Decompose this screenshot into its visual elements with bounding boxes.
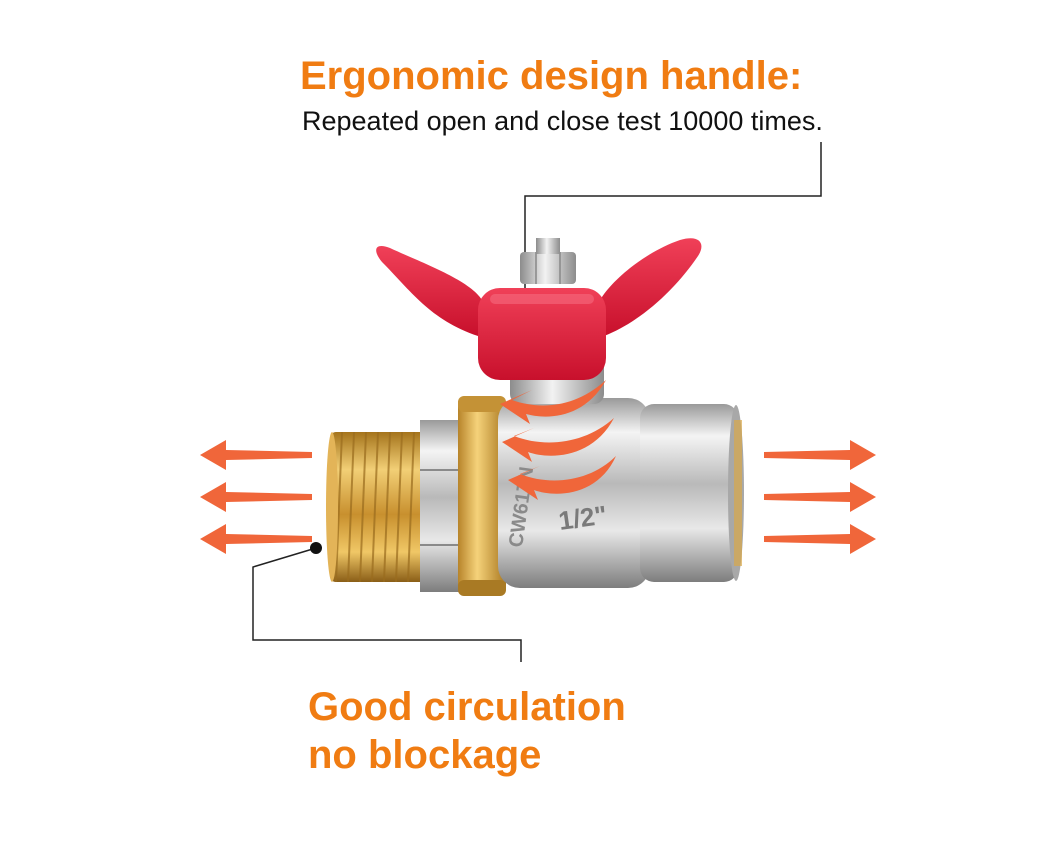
arrow-left-icon bbox=[200, 440, 312, 554]
arrow-right-icon bbox=[764, 440, 876, 554]
flow-callout-line bbox=[252, 542, 522, 662]
male-threaded-end bbox=[326, 431, 426, 583]
flow-callout-dot bbox=[310, 542, 322, 554]
flow-callout-title-line1: Good circulation bbox=[308, 685, 626, 729]
size-marking: 1/2" bbox=[557, 499, 609, 535]
handle-callout-title: Ergonomic design handle: bbox=[300, 54, 803, 98]
butterfly-handle[interactable] bbox=[376, 238, 702, 380]
top-nut bbox=[520, 238, 576, 284]
brass-collar bbox=[458, 396, 506, 596]
curved-flow-icon bbox=[500, 380, 616, 500]
flow-callout-title-line2: no blockage bbox=[308, 733, 542, 777]
handle-callout-description: Repeated open and close test 10000 times… bbox=[302, 106, 823, 136]
